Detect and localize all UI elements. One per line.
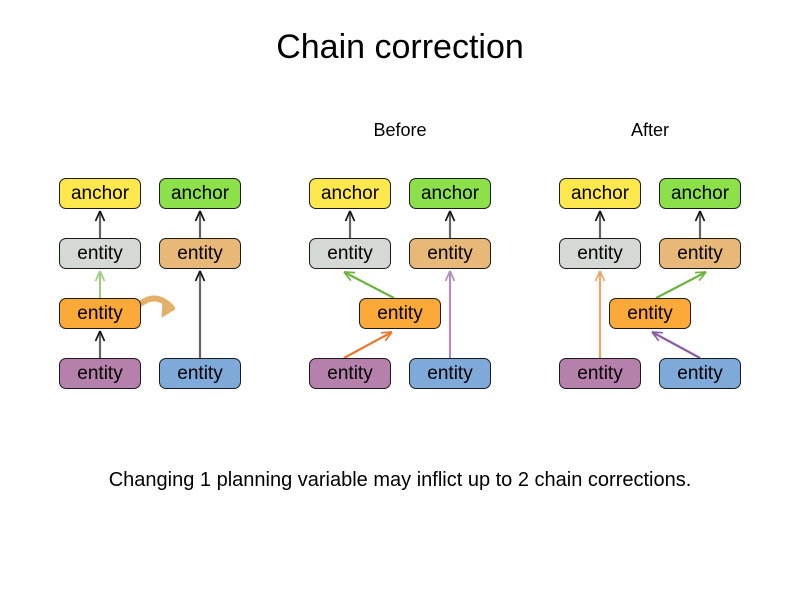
edge-p3-entity-gray-to-p3-anchor-left [594,210,606,238]
edge-p1-entity-tan-to-p1-anchor-right [194,210,206,238]
node-label: entity [677,243,723,264]
node-label: entity [577,363,623,384]
node-p1-anchor-right[interactable]: anchor [159,178,241,209]
node-p2-entity-blue[interactable]: entity [409,358,491,389]
node-label: entity [177,363,223,384]
edge-p1-entity-purple-to-p1-entity-orange [94,330,106,358]
page-title: Chain correction [276,28,524,66]
node-label: entity [427,243,473,264]
node-label: entity [77,243,123,264]
node-label: anchor [320,183,380,204]
edge-p2-entity-tan-to-p2-anchor-right [444,210,456,238]
edge-p3-entity-tan-to-p3-anchor-right [694,210,706,238]
node-label: entity [77,363,123,384]
node-label: anchor [420,183,480,204]
node-p3-entity-gray[interactable]: entity [559,238,641,269]
node-p2-entity-tan[interactable]: entity [409,238,491,269]
node-label: entity [427,363,473,384]
node-label: entity [177,243,223,264]
node-label: anchor [570,183,630,204]
node-p3-entity-purple[interactable]: entity [559,358,641,389]
node-p1-entity-blue[interactable]: entity [159,358,241,389]
edge-p1-entity-orange-to-p1-entity-gray [94,270,106,298]
node-p1-entity-tan[interactable]: entity [159,238,241,269]
node-label: entity [77,303,123,324]
phase-label-before: Before [373,120,427,140]
node-label: entity [327,363,373,384]
edge-p3-entity-blue-to-p3-entity-orange [651,331,701,359]
edge-p2-entity-purple-to-p2-entity-orange [343,331,393,359]
node-label: anchor [170,183,230,204]
node-p2-entity-orange[interactable]: entity [359,298,441,329]
node-label: anchor [670,183,730,204]
node-p2-anchor-right[interactable]: anchor [409,178,491,209]
edge-p2-entity-gray-to-p2-anchor-left [344,210,356,238]
node-p2-entity-purple[interactable]: entity [309,358,391,389]
edge-p3-entity-purple-to-p3-entity-gray [594,270,606,358]
node-p2-entity-gray[interactable]: entity [309,238,391,269]
node-p1-anchor-left[interactable]: anchor [59,178,141,209]
node-p3-entity-orange[interactable]: entity [609,298,691,329]
node-label: entity [327,243,373,264]
node-p1-entity-gray[interactable]: entity [59,238,141,269]
node-p1-entity-orange[interactable]: entity [59,298,141,329]
edge-p2-entity-orange-to-p2-entity-gray [343,271,395,299]
node-label: entity [577,243,623,264]
node-p3-entity-blue[interactable]: entity [659,358,741,389]
node-label: anchor [70,183,130,204]
edge-p1-entity-gray-to-p1-anchor-left [94,210,106,238]
slide-caption: Changing 1 planning variable may inflict… [108,469,692,491]
edge-p2-entity-blue-to-p2-entity-tan [444,270,456,358]
node-p2-anchor-left[interactable]: anchor [309,178,391,209]
node-p3-entity-tan[interactable]: entity [659,238,741,269]
edge-p1-entity-blue-to-p1-entity-tan [194,270,206,358]
node-p1-entity-purple[interactable]: entity [59,358,141,389]
phase-label-after: After [630,120,669,140]
node-label: entity [677,363,723,384]
node-label: entity [627,303,673,324]
node-p3-anchor-right[interactable]: anchor [659,178,741,209]
edge-p3-entity-orange-to-p3-entity-tan [655,271,707,299]
move-arrow-icon [135,295,176,318]
node-label: entity [377,303,423,324]
node-p3-anchor-left[interactable]: anchor [559,178,641,209]
